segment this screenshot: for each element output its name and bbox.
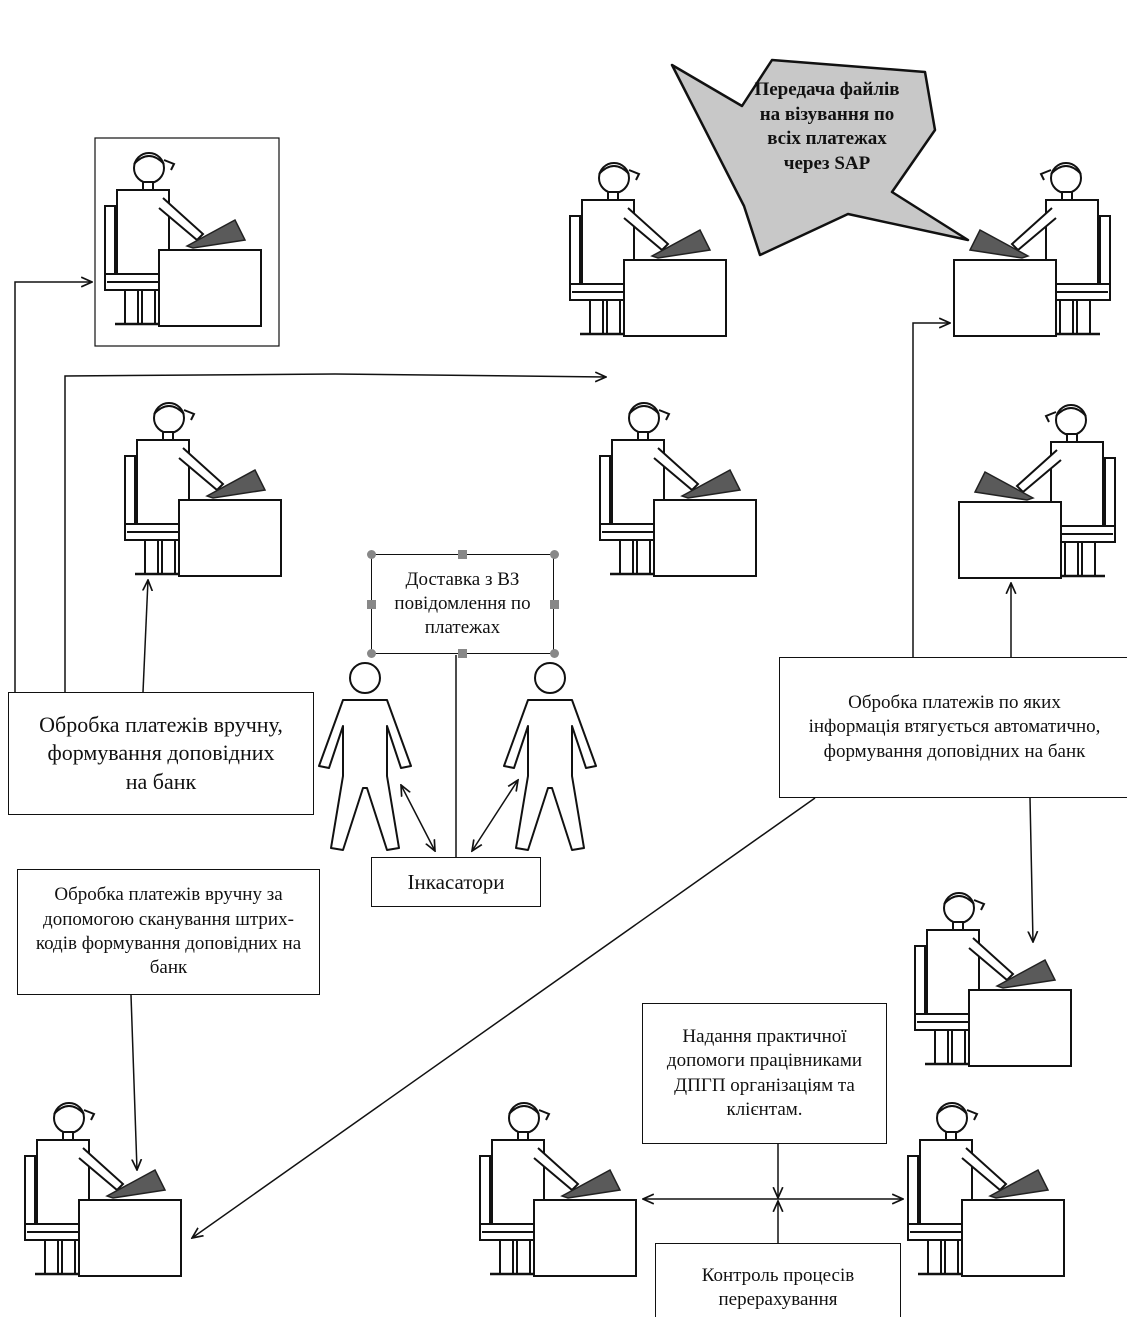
- worker-1-icon: [103, 151, 263, 328]
- sap-callout-shape: [670, 58, 970, 257]
- worker-7-icon: [913, 891, 1073, 1068]
- selection-handle[interactable]: [550, 649, 559, 658]
- selection-handle[interactable]: [550, 550, 559, 559]
- selection-handle[interactable]: [367, 600, 376, 609]
- worker-8-icon: [23, 1101, 183, 1278]
- connectors: [14, 282, 1033, 1243]
- barcode-processing-box: Обробка платежів вручну за допомогою ска…: [17, 869, 320, 995]
- worker-1-frame: [94, 137, 280, 347]
- worker-10-icon: [906, 1101, 1066, 1278]
- manual-processing-box: Обробка платежів вручну, формування допо…: [8, 692, 314, 815]
- worker-4-icon: [123, 401, 283, 578]
- control-box: Контроль процесів перерахування: [655, 1243, 901, 1317]
- courier-2-icon: [503, 662, 597, 851]
- courier-1-icon: [318, 662, 412, 851]
- worker-5-icon: [598, 401, 758, 578]
- selection-handle[interactable]: [458, 550, 467, 559]
- collectors-box: Інкасатори: [371, 857, 541, 907]
- worker-2-icon: [568, 161, 728, 338]
- auto-processing-box: Обробка платежів по яких інформація втяг…: [779, 657, 1127, 798]
- worker-9-icon: [478, 1101, 638, 1278]
- delivery-box: Доставка з ВЗ повідомлення по платежах: [371, 554, 554, 654]
- selection-handle[interactable]: [550, 600, 559, 609]
- worker-6-icon: [957, 403, 1117, 580]
- sap-callout-label: Передача файлів на візування по всіх пла…: [754, 79, 900, 175]
- selection-handle[interactable]: [458, 649, 467, 658]
- support-box: Надання практичної допомоги працівниками…: [642, 1003, 887, 1144]
- worker-3-icon: [952, 161, 1112, 338]
- selection-handle[interactable]: [367, 550, 376, 559]
- selection-handle[interactable]: [367, 649, 376, 658]
